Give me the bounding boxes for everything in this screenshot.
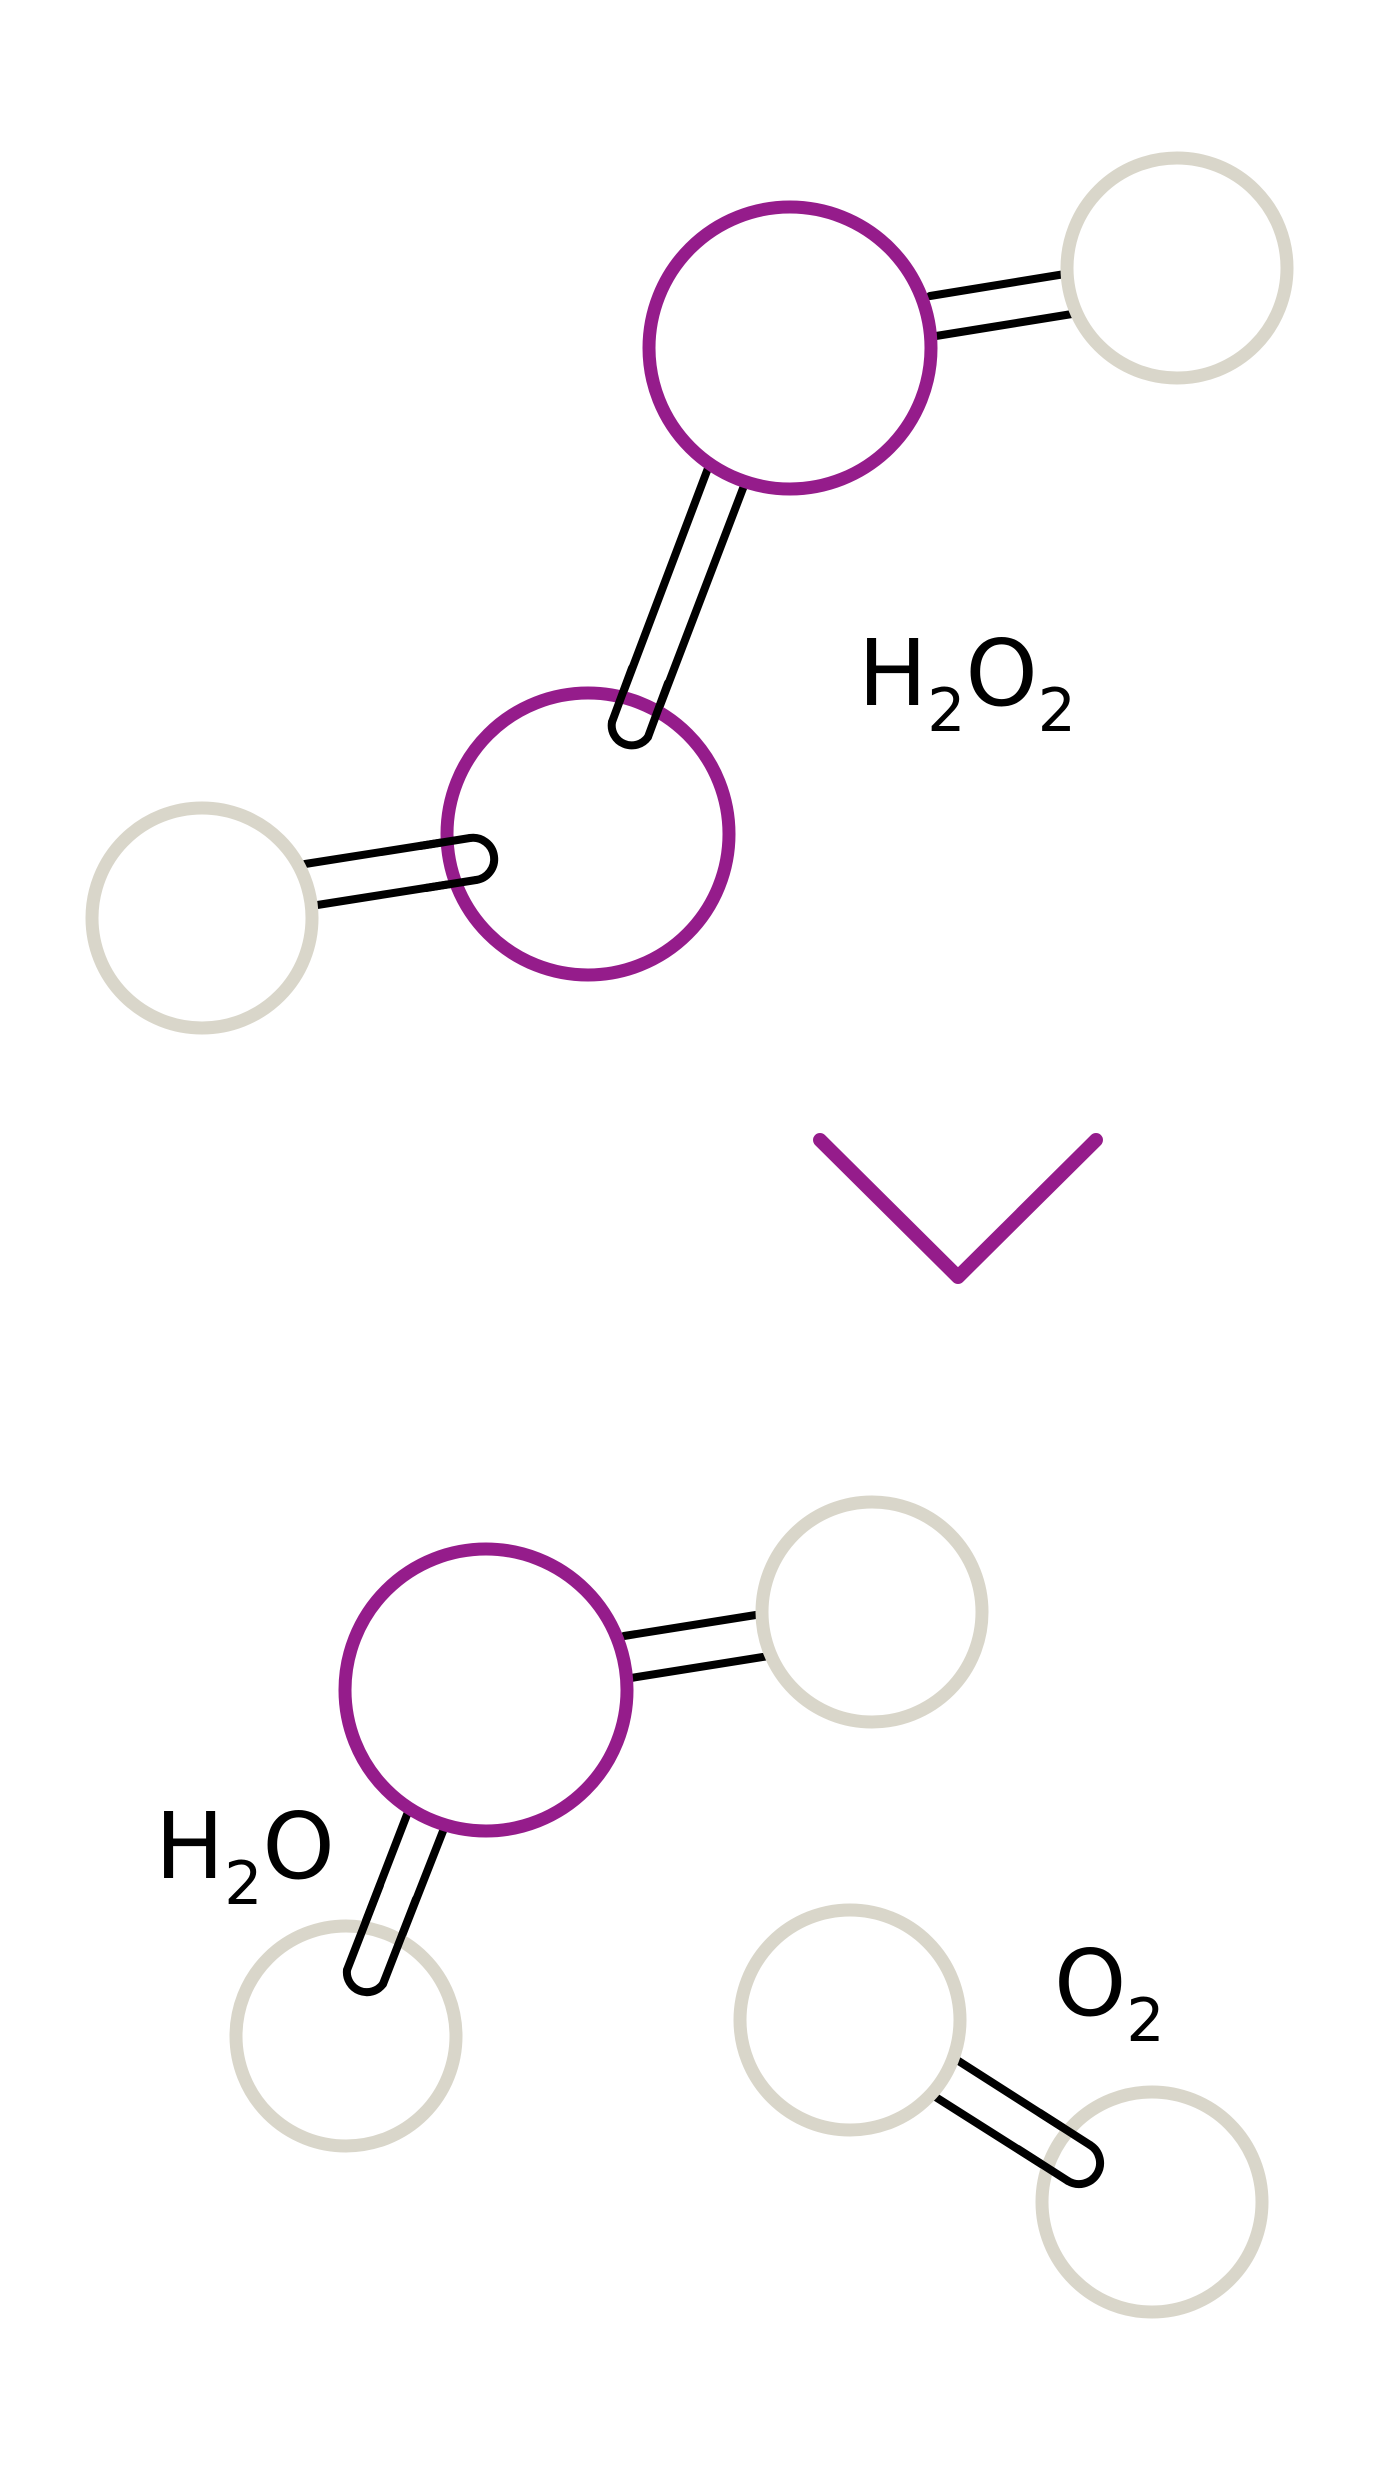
bond-o-h-top — [926, 270, 1076, 340]
formula-h2o2: H2O2 — [858, 620, 1076, 746]
molecule-water — [229, 1495, 989, 2153]
formula-o2: O2 — [1054, 1930, 1165, 2056]
hydrogen-atom — [229, 1919, 463, 2153]
hydrogen-atom — [85, 801, 319, 1035]
oxygen-atom — [440, 686, 736, 982]
oxygen-atom — [642, 200, 938, 496]
hydrogen-atom — [755, 1495, 989, 1729]
bond-o-h-right — [620, 1610, 773, 1682]
hydrogen-atom — [1060, 151, 1294, 385]
chevron-down-icon — [813, 1133, 1103, 1284]
oxygen-atom-o2 — [733, 1903, 967, 2137]
molecule-hydrogen-peroxide — [85, 151, 1294, 1035]
formula-h2o: H2O — [155, 1793, 335, 1919]
oxygen-atom-o2 — [1035, 2085, 1269, 2319]
molecule-oxygen — [733, 1903, 1269, 2319]
oxygen-atom — [338, 1542, 634, 1838]
